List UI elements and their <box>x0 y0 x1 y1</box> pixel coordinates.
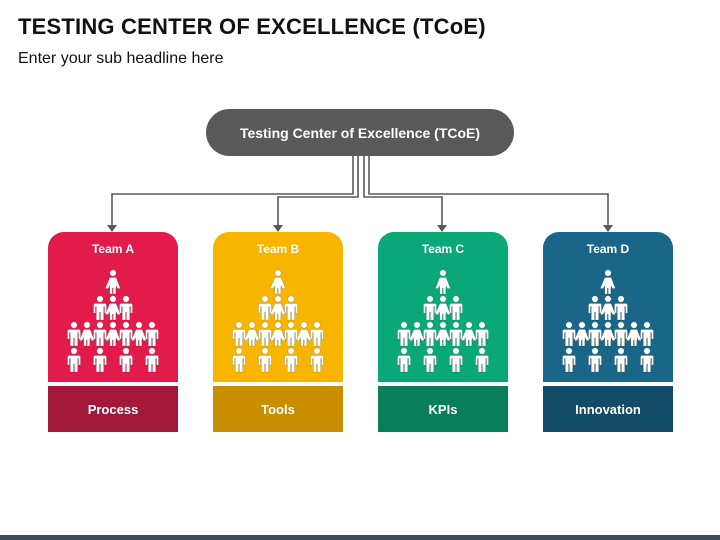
person-male-icon <box>640 347 654 373</box>
person-male-icon <box>93 347 107 373</box>
person-female-icon <box>599 321 616 347</box>
root-node: Testing Center of Excellence (TCoE) <box>206 109 514 156</box>
people-pyramid-icon <box>67 269 159 373</box>
person-male-icon <box>397 321 411 347</box>
person-male-icon <box>119 321 133 347</box>
person-male-icon <box>423 295 437 321</box>
connector-team-a <box>111 156 354 226</box>
person-male-icon <box>310 321 324 347</box>
people-pyramid-icon <box>397 269 489 373</box>
person-male-icon <box>258 321 272 347</box>
person-male-icon <box>423 321 437 347</box>
person-female-icon <box>104 269 121 295</box>
person-female-icon <box>295 321 312 347</box>
person-male-icon <box>614 321 628 347</box>
person-male-icon <box>145 321 159 347</box>
person-male-icon <box>93 321 107 347</box>
connector-team-c <box>363 156 443 226</box>
team-name: Team D <box>586 242 630 256</box>
person-male-icon <box>93 295 107 321</box>
person-female-icon <box>625 321 642 347</box>
person-male-icon <box>588 347 602 373</box>
page-subtitle: Enter your sub headline here <box>18 50 224 67</box>
bottom-bar <box>0 535 720 540</box>
person-female-icon <box>104 321 121 347</box>
team-card-c: Team C <box>378 232 508 382</box>
person-male-icon <box>232 321 246 347</box>
arrowhead-team-d <box>603 225 613 232</box>
person-female-icon <box>573 321 590 347</box>
team-card-a: Team A <box>48 232 178 382</box>
team-name: Team B <box>256 242 300 256</box>
person-male-icon <box>310 347 324 373</box>
person-male-icon <box>640 321 654 347</box>
person-male-icon <box>475 321 489 347</box>
person-male-icon <box>475 347 489 373</box>
arrowhead-team-b <box>273 225 283 232</box>
person-male-icon <box>588 321 602 347</box>
arrowhead-team-c <box>437 225 447 232</box>
team-footer-c: KPIs <box>378 386 508 432</box>
person-female-icon <box>434 295 451 321</box>
person-male-icon <box>119 295 133 321</box>
page-title: TESTING CENTER OF EXCELLENCE (TCoE) <box>18 14 486 39</box>
team-name: Team A <box>91 242 134 256</box>
connector-team-d <box>368 156 609 226</box>
person-male-icon <box>614 295 628 321</box>
person-female-icon <box>269 295 286 321</box>
team-footer-a: Process <box>48 386 178 432</box>
person-female-icon <box>599 269 616 295</box>
person-female-icon <box>599 295 616 321</box>
person-female-icon <box>269 321 286 347</box>
people-pyramid-icon <box>562 269 654 373</box>
team-card-b: Team B <box>213 232 343 382</box>
person-male-icon <box>67 321 81 347</box>
person-female-icon <box>243 321 260 347</box>
person-male-icon <box>284 347 298 373</box>
person-male-icon <box>449 347 463 373</box>
person-male-icon <box>423 347 437 373</box>
team-card-d: Team D <box>543 232 673 382</box>
person-male-icon <box>397 347 411 373</box>
arrowhead-team-a <box>107 225 117 232</box>
person-female-icon <box>104 295 121 321</box>
person-male-icon <box>67 347 81 373</box>
person-male-icon <box>449 295 463 321</box>
person-male-icon <box>258 347 272 373</box>
team-footer-b: Tools <box>213 386 343 432</box>
person-male-icon <box>284 295 298 321</box>
person-male-icon <box>232 347 246 373</box>
person-male-icon <box>258 295 272 321</box>
person-female-icon <box>130 321 147 347</box>
team-name: Team C <box>421 242 465 256</box>
person-male-icon <box>284 321 298 347</box>
person-female-icon <box>434 269 451 295</box>
person-female-icon <box>78 321 95 347</box>
connector-team-b <box>277 156 359 226</box>
person-female-icon <box>408 321 425 347</box>
people-pyramid-icon <box>232 269 324 373</box>
person-female-icon <box>434 321 451 347</box>
person-male-icon <box>614 347 628 373</box>
person-male-icon <box>562 321 576 347</box>
team-footer-d: Innovation <box>543 386 673 432</box>
person-male-icon <box>145 347 159 373</box>
person-male-icon <box>449 321 463 347</box>
person-female-icon <box>269 269 286 295</box>
person-male-icon <box>119 347 133 373</box>
person-male-icon <box>562 347 576 373</box>
person-female-icon <box>460 321 477 347</box>
person-male-icon <box>588 295 602 321</box>
